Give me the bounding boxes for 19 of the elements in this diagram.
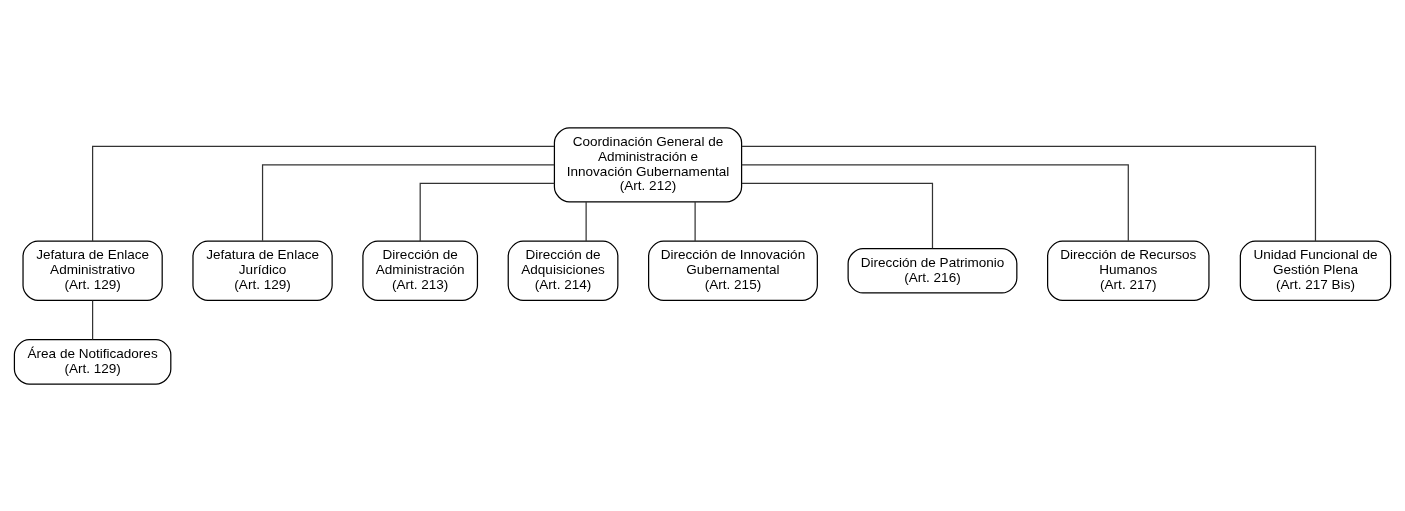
node-box: Dirección de Patrimonio (Art. 216)	[847, 247, 1018, 294]
node-box: Área de Notificadores (Art. 129)	[13, 338, 172, 385]
node-box: Dirección de Adquisiciones (Art. 214)	[507, 240, 619, 301]
connector	[261, 163, 555, 241]
connector	[741, 145, 1317, 242]
connector	[419, 182, 555, 242]
node-box: Jefatura de Enlace Administrativo (Art. 129)	[22, 240, 163, 301]
node-box: Dirección de Innovación Gubernamental (Art. 215)	[648, 240, 818, 301]
node-box: Dirección de Recursos Humanos (Art. 217)	[1047, 240, 1210, 301]
connector	[694, 200, 696, 242]
connector	[585, 200, 587, 242]
connector	[92, 299, 94, 340]
node-box: Dirección de Administración (Art. 213)	[362, 240, 479, 301]
connector	[741, 163, 1129, 241]
node-box: Coordinación General de Administración e Innovación Gubernamental (Art. 212)	[553, 126, 743, 202]
node-box: Jefatura de Enlace Jurídico (Art. 129)	[192, 240, 333, 301]
connector	[741, 182, 934, 249]
connector	[92, 145, 555, 242]
node-box: Unidad Funcional de Gestión Plena (Art. 217 Bis)	[1239, 240, 1392, 301]
